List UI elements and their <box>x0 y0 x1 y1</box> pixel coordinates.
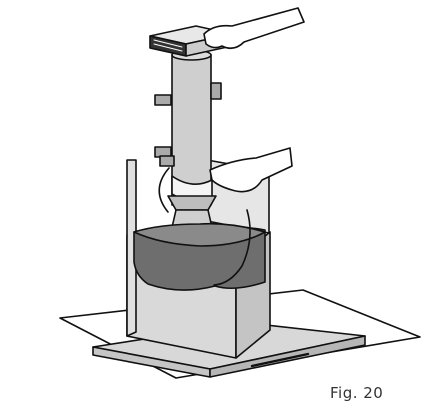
installer-hand-icon <box>209 147 293 193</box>
power-cable <box>158 167 251 286</box>
canopy-handle <box>250 352 310 368</box>
figure-caption: Fig. 20 <box>330 384 384 402</box>
hood-canopy-side <box>209 335 366 378</box>
bag-top <box>133 222 266 247</box>
duct-clamp-icon <box>154 82 222 167</box>
back-panel-left <box>126 159 137 337</box>
duct-adapter <box>167 195 217 211</box>
installer-hand-icon <box>203 7 305 50</box>
